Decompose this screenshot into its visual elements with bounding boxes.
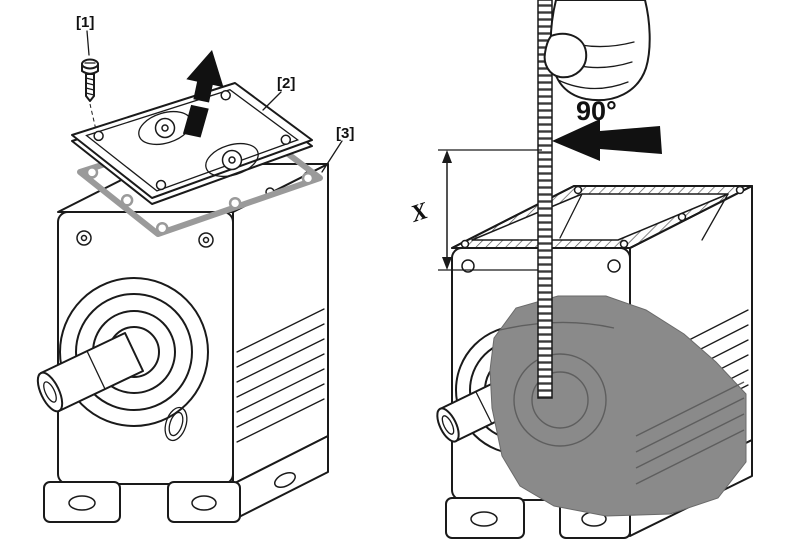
interior-edge [559, 193, 583, 239]
leader-line [262, 91, 282, 111]
screw-icon [81, 58, 99, 131]
seal-loop [164, 406, 188, 442]
removal-arrow-icon [182, 50, 224, 138]
foot-hole [470, 511, 498, 527]
foot-hole [68, 495, 96, 511]
leader-line [321, 140, 343, 173]
bolt-hole [461, 259, 475, 273]
label-cover: [2] [277, 75, 295, 92]
hand-icon [543, 0, 651, 102]
right-figure: 90° X [407, 0, 753, 539]
label-screw: [1] [76, 14, 94, 31]
side-face [232, 163, 329, 485]
depth-label: X [407, 198, 432, 228]
foot-hole [191, 495, 217, 511]
bolt-hole [80, 234, 88, 242]
bolt-hole [202, 236, 210, 244]
output-shaft [36, 332, 144, 413]
oil-mass [489, 295, 747, 517]
dipstick-ruler-icon [537, 0, 553, 399]
oil-mass-detail [499, 321, 745, 485]
bolt-hole [607, 259, 621, 273]
screw-threads [85, 77, 95, 96]
thumb [543, 32, 588, 79]
cover-boss [205, 142, 259, 178]
gearbox-left [36, 163, 329, 523]
left-figure: [1] [2] [3] [36, 14, 354, 523]
cover-plate [71, 82, 313, 205]
cover-boss [138, 110, 192, 146]
label-gasket: [3] [336, 125, 354, 142]
cooling-fins [236, 308, 325, 443]
foot-hole [274, 472, 296, 488]
angle-arrow-icon [552, 119, 662, 161]
leader-line [86, 30, 90, 56]
interior-edge [701, 193, 729, 241]
